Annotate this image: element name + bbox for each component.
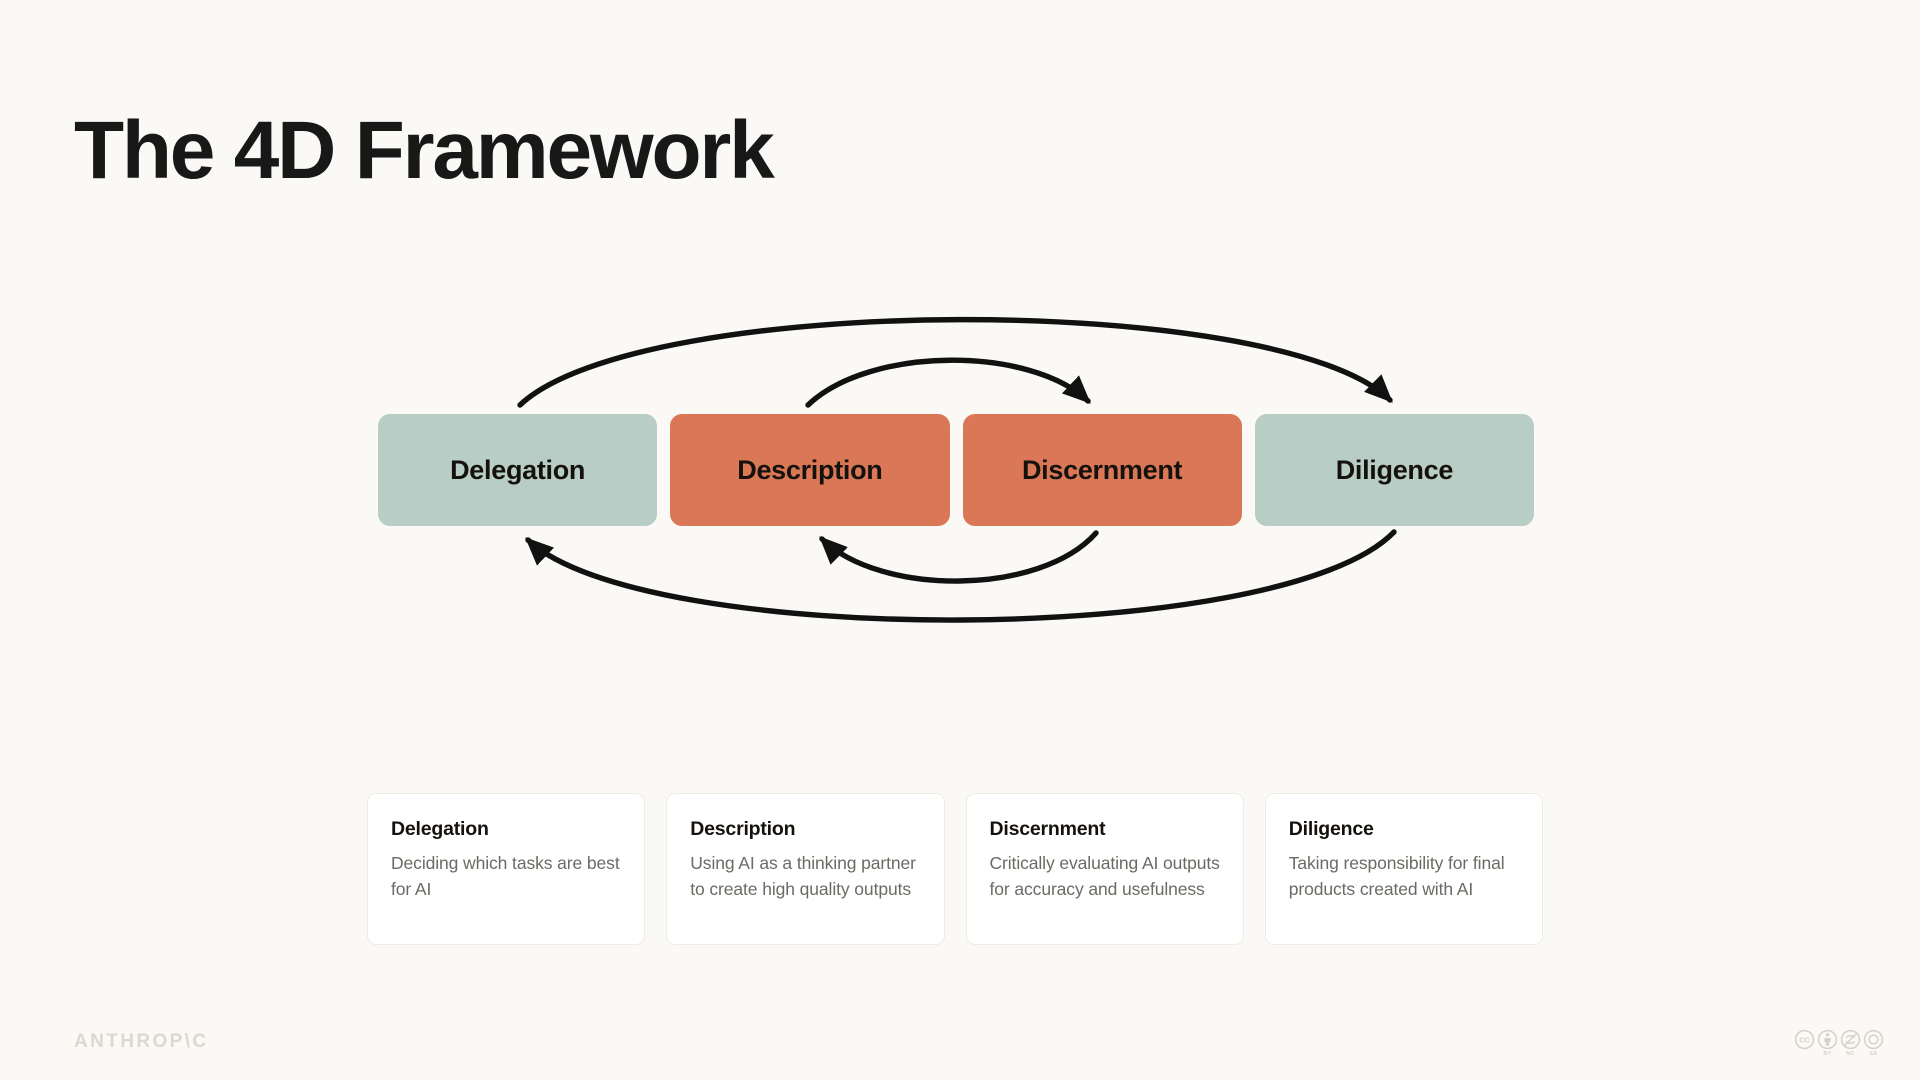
svg-text:CC: CC (1799, 1035, 1810, 1044)
nc-icon: NC (1840, 1029, 1861, 1058)
stage-box-discernment[interactable]: Discernment (962, 414, 1242, 526)
stage-label: Discernment (1021, 454, 1183, 485)
detail-cards: Delegation Deciding which tasks are best… (367, 793, 1543, 945)
card-description: Deciding which tasks are best for AI (391, 853, 620, 899)
card-title: Description (690, 818, 796, 840)
page-title: The 4D Framework (74, 104, 775, 196)
stage-label: Delegation (450, 454, 586, 485)
by-icon: BY (1817, 1029, 1838, 1058)
sa-icon-label: SA (1869, 1051, 1878, 1057)
by-icon-label: BY (1823, 1051, 1832, 1057)
outer-return-arc-path (525, 529, 1397, 623)
stage-label: Diligence (1335, 454, 1454, 485)
outer-forward-arc-path (517, 316, 1393, 408)
inner-forward-arc-path (805, 357, 1091, 408)
stage-label: Description (737, 454, 883, 485)
stage-boxes: Delegation Description Discernment Dilig… (378, 414, 1534, 526)
card-description: Using AI as a thinking partner to create… (690, 853, 916, 899)
card-description: Critically evaluating AI outputs for acc… (989, 853, 1220, 899)
card-description: Taking responsibility for final products… (1288, 853, 1505, 899)
sa-icon: SA (1863, 1029, 1884, 1058)
cc-icon: CC (1794, 1029, 1815, 1058)
stage-box-description[interactable]: Description (670, 414, 950, 526)
anthropic-wordmark: ANTHROP\C (74, 1031, 209, 1052)
stage-box-diligence[interactable]: Diligence (1254, 414, 1534, 526)
nc-icon-label: NC (1846, 1051, 1855, 1057)
inner-return-arc-path (819, 530, 1099, 584)
cycle-arrows (517, 316, 1397, 623)
creative-commons-license: CC BY NC SA (1794, 1029, 1884, 1058)
card-title: Discernment (989, 818, 1106, 840)
detail-card-description[interactable]: Description Using AI as a thinking partn… (666, 793, 945, 945)
card-title: Delegation (391, 818, 489, 840)
card-title: Diligence (1288, 818, 1374, 840)
detail-card-diligence[interactable]: Diligence Taking responsibility for fina… (1264, 793, 1543, 945)
four-d-cycle-diagram: Delegation Description Discernment Dilig… (0, 300, 1920, 640)
detail-card-delegation[interactable]: Delegation Deciding which tasks are best… (367, 793, 646, 945)
detail-card-discernment[interactable]: Discernment Critically evaluating AI out… (965, 793, 1244, 945)
stage-box-delegation[interactable]: Delegation (378, 414, 658, 526)
